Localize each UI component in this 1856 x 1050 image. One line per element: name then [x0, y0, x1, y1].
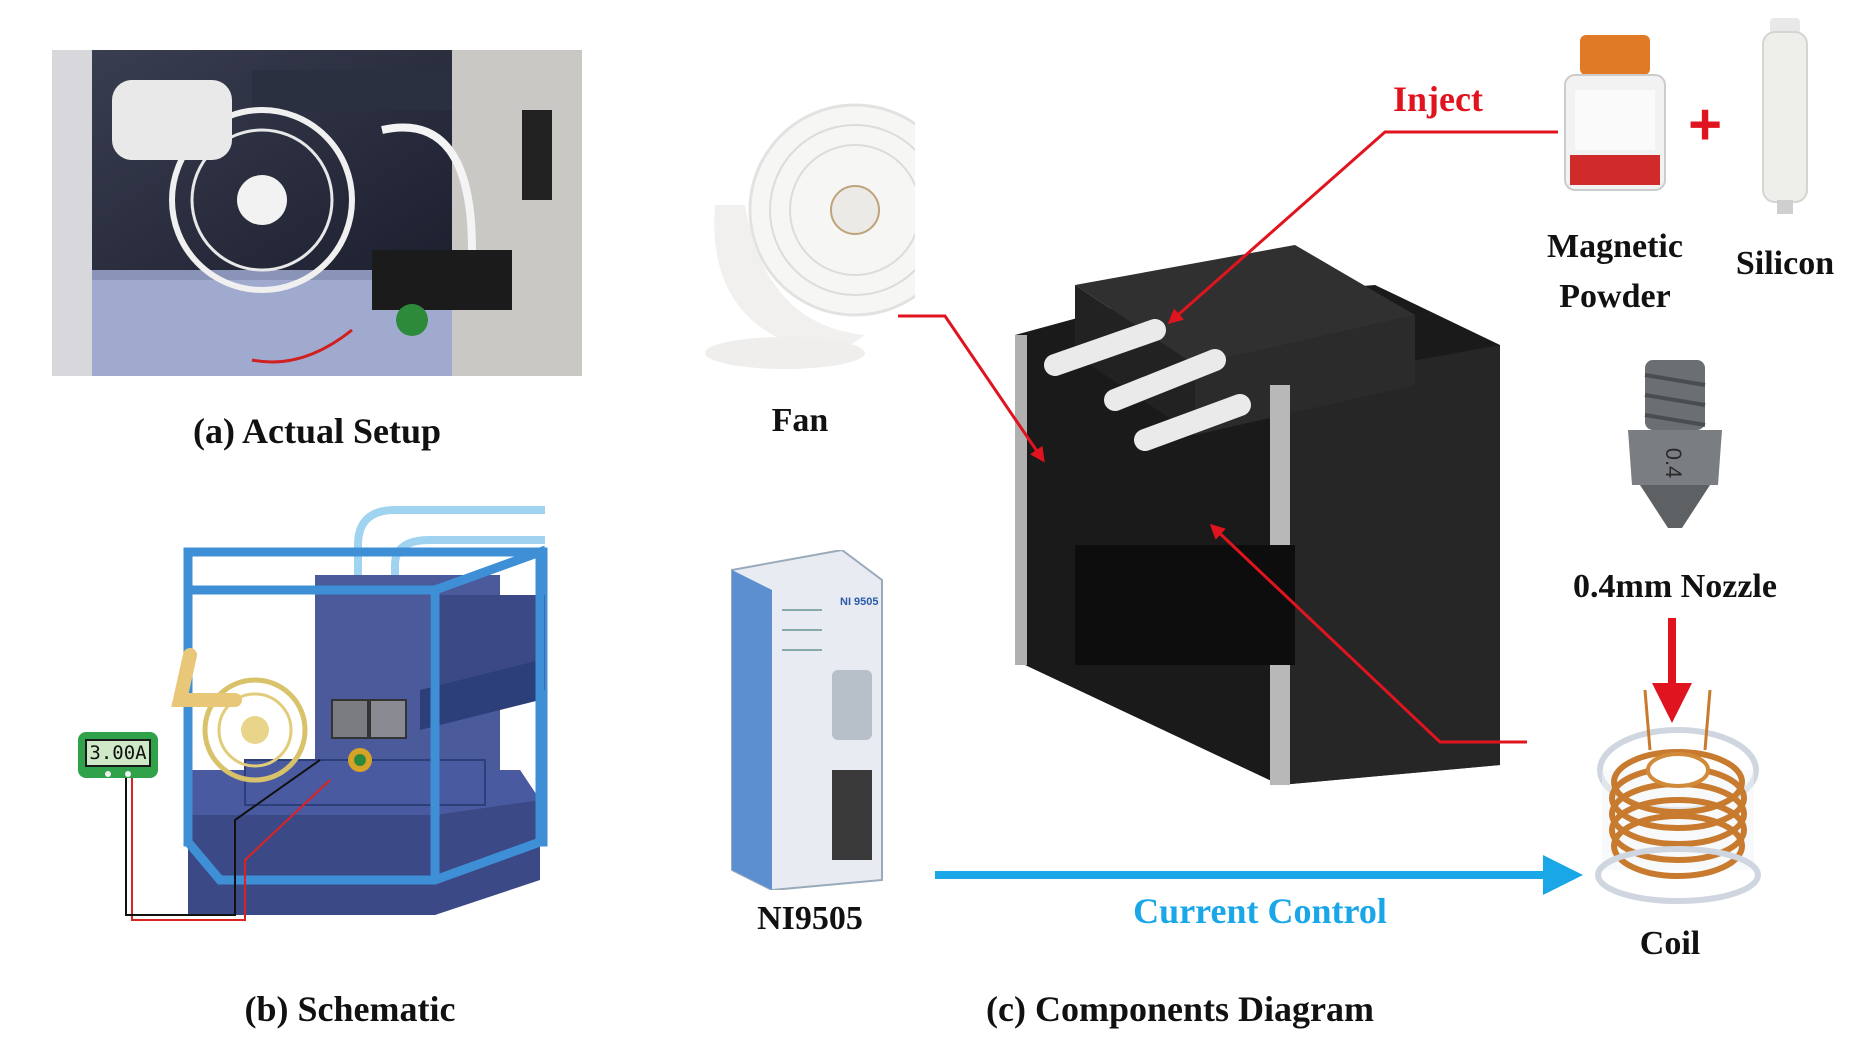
print-head-left [331, 699, 369, 739]
actual-setup-photo [52, 50, 582, 376]
print-head-right [369, 699, 407, 739]
caption-components-diagram: (c) Components Diagram [986, 989, 1374, 1029]
wire-black [125, 759, 321, 916]
ni-module-text: NI 9505 [840, 596, 879, 608]
label-inject: Inject [1393, 79, 1483, 119]
schematic-fan [202, 677, 308, 783]
label-silicon: Silicon [1735, 245, 1835, 282]
wire-red [131, 778, 331, 921]
caption-actual-setup: (a) Actual Setup [192, 411, 441, 451]
printer-image [1015, 245, 1500, 785]
coil-to-printer-arrow [1209, 523, 1527, 744]
fan-arrow [898, 314, 1045, 463]
tube-1 [354, 506, 545, 695]
magnetic-powder-image [1564, 35, 1666, 191]
label-nozzle: 0.4mm Nozzle [1573, 568, 1777, 605]
cross-beam [420, 660, 540, 730]
label-fan: Fan [771, 402, 829, 439]
ammeter-reading: 3.00A [89, 742, 147, 764]
ni9505-image [731, 550, 883, 890]
fan-image [705, 103, 915, 369]
plus-sign: + [1688, 92, 1722, 157]
inject-arrow [1167, 130, 1558, 324]
nozzle-image [1628, 360, 1722, 528]
label-ni9505: NI9505 [757, 900, 863, 937]
tube-2 [391, 536, 545, 695]
label-coil: Coil [1639, 925, 1701, 962]
coil-image [1595, 690, 1761, 904]
label-magnetic-powder-line2: Powder [1559, 278, 1671, 315]
frame-front [183, 545, 545, 885]
silicon-image [1762, 18, 1808, 214]
label-magnetic-powder-line1: Magnetic [1547, 228, 1683, 265]
caption-schematic: (b) Schematic [244, 989, 456, 1029]
label-current-control: Current Control [1133, 891, 1387, 931]
